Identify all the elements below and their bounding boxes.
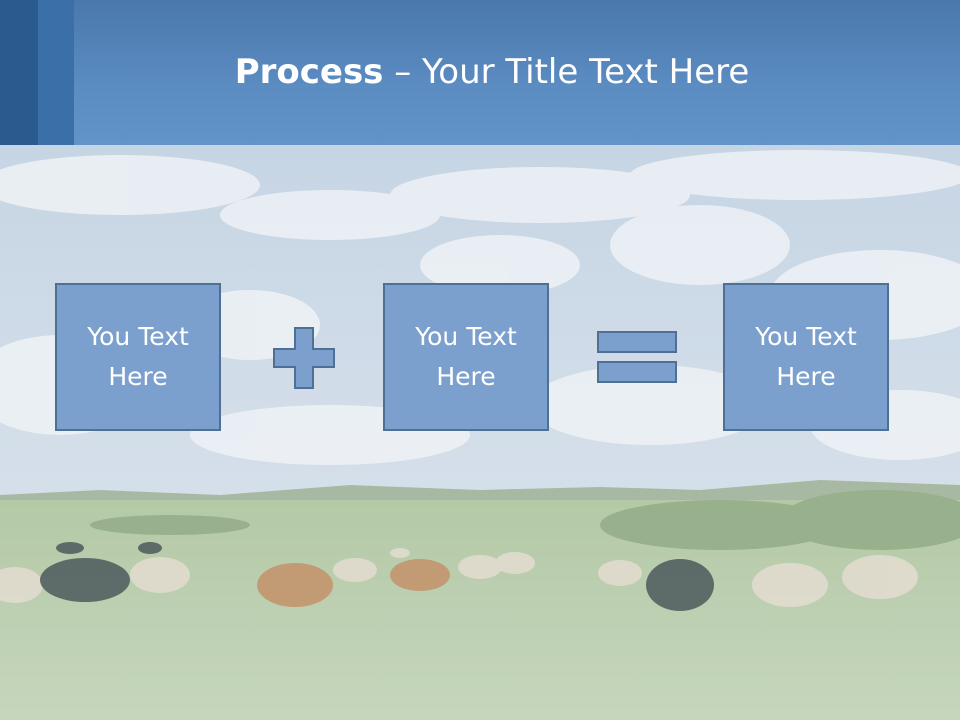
result-box: You Text Here (723, 283, 889, 431)
slide-title: Process – Your Title Text Here (0, 52, 960, 92)
input-box-2: You Text Here (383, 283, 549, 431)
plus-icon (273, 327, 335, 389)
title-rest: – Your Title Text Here (383, 52, 750, 92)
input-box-1: You Text Here (55, 283, 221, 431)
equals-icon (597, 331, 677, 383)
title-bold: Process (234, 52, 384, 92)
header-accent-dark (0, 0, 38, 145)
title-bar (0, 0, 960, 145)
input-box-1-text: You Text Here (87, 322, 189, 391)
header-accent-light (38, 0, 74, 145)
input-box-2-text: You Text Here (415, 322, 517, 391)
pasture-background-image (0, 145, 960, 720)
result-box-text: You Text Here (755, 322, 857, 391)
